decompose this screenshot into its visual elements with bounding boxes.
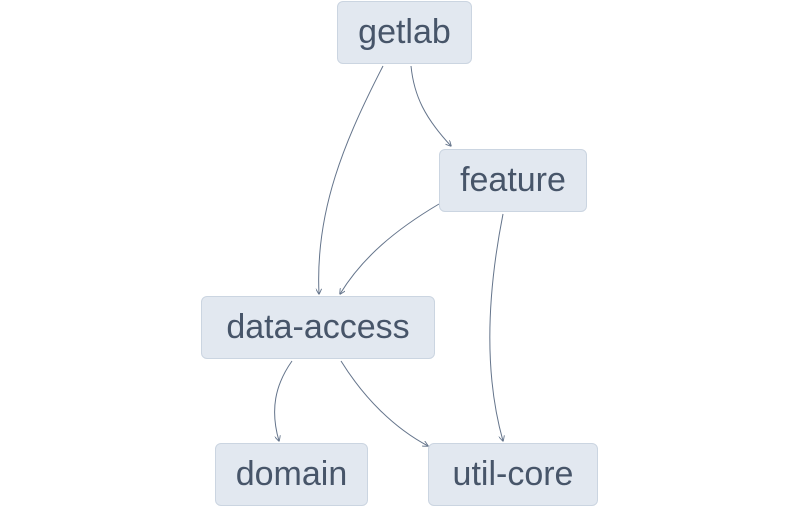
- node-getlab[interactable]: getlab: [337, 1, 472, 64]
- node-feature[interactable]: feature: [439, 149, 587, 212]
- node-util-core[interactable]: util-core: [428, 443, 598, 506]
- node-domain[interactable]: domain: [215, 443, 368, 506]
- edge-getlab-to-feature: [410, 65, 451, 146]
- node-data-access[interactable]: data-access: [201, 296, 435, 359]
- edge-getlab-to-data-access: [319, 65, 384, 294]
- edge-data-access-to-util-core: [340, 360, 428, 446]
- edge-feature-to-util-core: [489, 213, 503, 441]
- edge-feature-to-data-access: [340, 203, 440, 294]
- edge-data-access-to-domain: [274, 360, 293, 441]
